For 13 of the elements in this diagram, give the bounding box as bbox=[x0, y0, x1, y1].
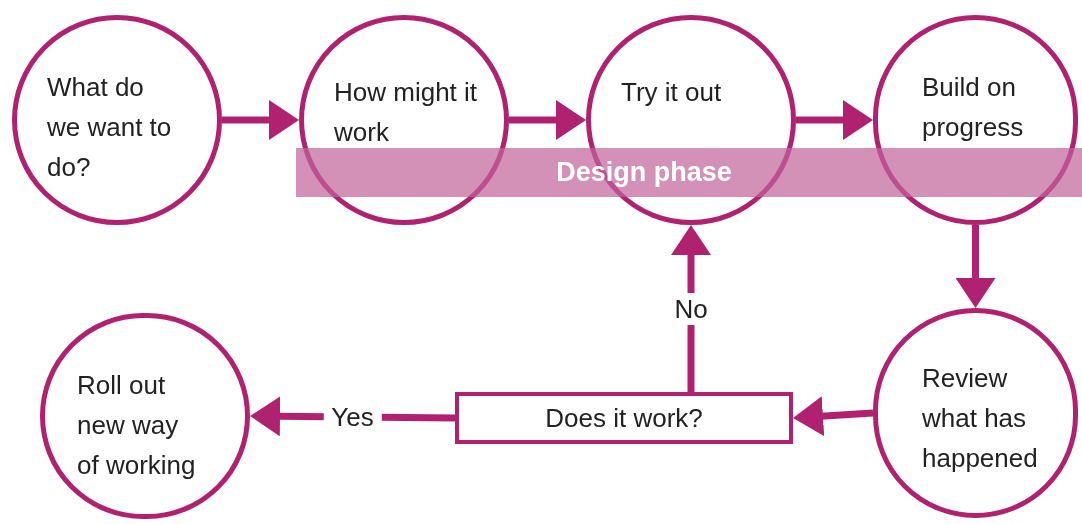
step-text: Roll out new way of working bbox=[77, 369, 197, 482]
arrow bbox=[955, 225, 996, 308]
arrow bbox=[509, 100, 586, 140]
step-text: Review what has happened bbox=[922, 362, 1039, 475]
step-text: Build on progress bbox=[922, 71, 1025, 144]
step-text: How might it work bbox=[334, 76, 479, 149]
step-text: What do we want to do? bbox=[47, 71, 173, 184]
arrow bbox=[222, 100, 299, 140]
arrow bbox=[793, 396, 874, 437]
decision-box: Does it work? bbox=[455, 392, 793, 444]
phase-band bbox=[296, 148, 1082, 197]
step-text: Try it out bbox=[621, 76, 723, 109]
arrow bbox=[796, 100, 873, 140]
